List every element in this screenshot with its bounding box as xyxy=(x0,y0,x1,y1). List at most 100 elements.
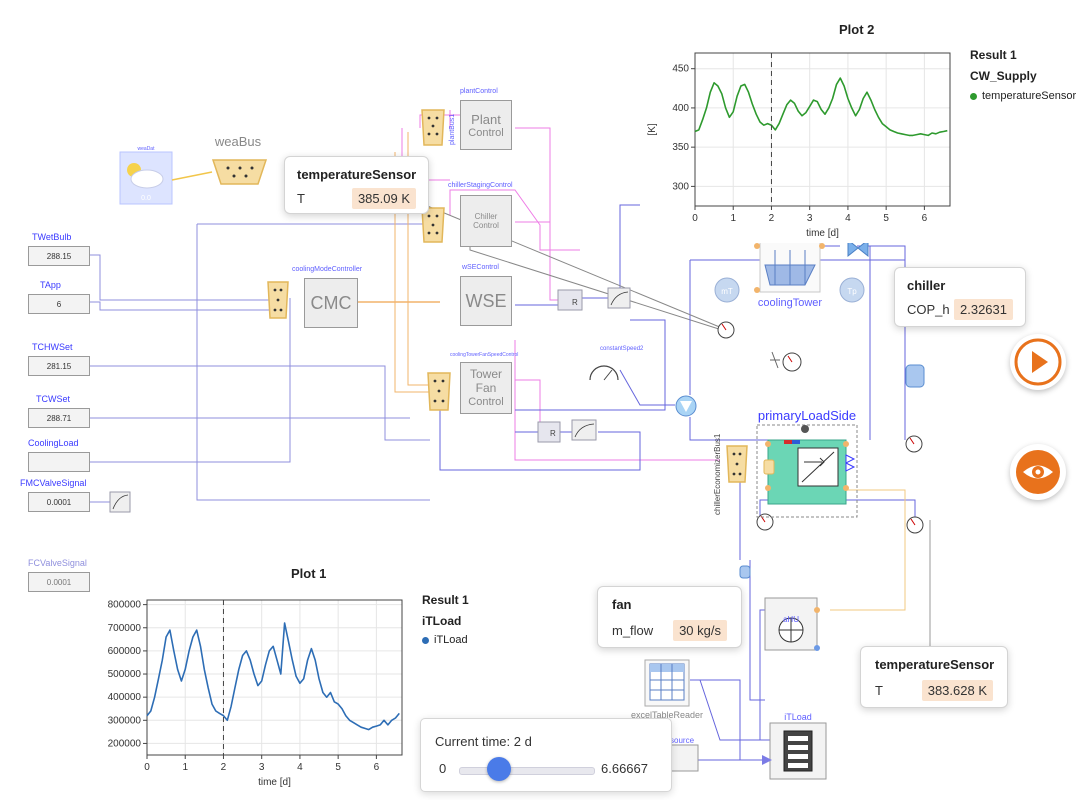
temperature-dial-icon[interactable] xyxy=(782,352,802,372)
reset-block-1[interactable]: R xyxy=(557,289,583,311)
valve-icon[interactable] xyxy=(847,238,869,258)
current-time-label: Current time: 2 d xyxy=(435,734,532,749)
fan-card[interactable]: fan m_flow 30 kg/s xyxy=(597,586,742,648)
chiller-card-key: COP_h xyxy=(907,302,950,317)
fan-card-value: 30 kg/s xyxy=(673,620,727,641)
it-load-block[interactable]: iTLoad xyxy=(762,712,827,780)
mass-temp-label: mT xyxy=(721,287,733,296)
signal-filter-block[interactable] xyxy=(109,491,131,513)
plot2-xtick-label: 4 xyxy=(845,213,851,224)
play-icon xyxy=(1014,338,1062,386)
fan-card-title: fan xyxy=(612,597,632,612)
plot-2-result-label: Result 1 xyxy=(970,48,1017,62)
plot1-xlabel: time [d] xyxy=(258,777,291,788)
view-toggle-button[interactable] xyxy=(1010,444,1066,500)
temperature-dial-icon[interactable] xyxy=(905,435,923,453)
excel-reader-label: excelTableReader xyxy=(631,710,703,720)
reset-block-2[interactable]: R xyxy=(537,421,561,443)
pump-icon[interactable] xyxy=(675,395,697,417)
wse-control-label: wSEControl xyxy=(462,264,499,271)
ahu-block[interactable]: aHU xyxy=(764,597,820,651)
filter-block-2[interactable] xyxy=(571,419,597,441)
plot1-ytick-label: 600000 xyxy=(108,646,142,657)
plot1-ytick-label: 500000 xyxy=(108,669,142,680)
time-slider-track[interactable] xyxy=(459,767,595,775)
small-pump-icon[interactable] xyxy=(739,565,751,579)
time-slider-thumb[interactable] xyxy=(487,757,512,781)
weather-data-block[interactable]: 0.0 weaDat xyxy=(119,146,173,205)
input-value-fcvalvesignal[interactable]: 0.0001 xyxy=(28,572,90,592)
temp-probe-sensor[interactable]: Tp xyxy=(839,277,865,303)
mode-controller-bus[interactable] xyxy=(267,281,289,319)
plot2-ytick-label: 350 xyxy=(672,142,689,153)
plot2-xtick-label: 1 xyxy=(730,213,736,224)
economizer-bus-label: chillerEconomizerBus1 xyxy=(713,433,722,515)
expansion-tank-icon[interactable] xyxy=(905,364,925,388)
filter-block-1[interactable] xyxy=(607,287,631,309)
temp-sensor-2-value: 383.628 K xyxy=(921,680,993,701)
primary-load-side-block[interactable]: primaryLoadSide xyxy=(756,408,858,518)
chiller-card[interactable]: chiller COP_h 2.32631 xyxy=(894,267,1026,327)
temperature-sensor-card-1[interactable]: temperatureSensor T 385.09 K xyxy=(284,156,429,214)
tower-fan-text2: Fan xyxy=(475,381,497,395)
plant-control-block[interactable]: Plant Control xyxy=(460,100,512,150)
plot-1-legend-item: iTLoad xyxy=(422,634,468,646)
chiller-card-value: 2.32631 xyxy=(954,299,1013,320)
wse-block[interactable]: WSE xyxy=(460,276,512,326)
weather-bus[interactable]: weaBus xyxy=(211,134,268,185)
plot-2-legend-text: temperatureSensor xyxy=(982,90,1077,102)
plot-1-title: Plot 1 xyxy=(291,566,327,581)
input-value-tchwset[interactable]: 281.15 xyxy=(28,356,90,376)
time-control-panel[interactable]: Current time: 2 d 0 6.66667 xyxy=(420,718,672,792)
plot2-ytick-label: 450 xyxy=(672,64,689,75)
reset-label-2: R xyxy=(550,429,556,438)
cmc-block[interactable]: CMC xyxy=(304,278,358,328)
chiller-control-bus[interactable] xyxy=(421,207,445,243)
tower-fan-control-block[interactable]: Tower Fan Control xyxy=(460,362,512,414)
temperature-dial-icon[interactable] xyxy=(756,513,774,531)
plant-control-text2: Control xyxy=(468,126,504,139)
ahu-label: aHU xyxy=(783,615,799,624)
plot1-ytick-label: 300000 xyxy=(108,715,142,726)
chiller-staging-block[interactable]: Chiller Control xyxy=(460,195,512,247)
plot2-plot-frame xyxy=(694,52,951,207)
temp-sensor-2-key: T xyxy=(875,683,883,698)
constant-speed-gauge[interactable]: constantSpeed2 xyxy=(589,346,644,381)
it-load-label: iTLoad xyxy=(784,712,812,722)
plot2-xlabel: time [d] xyxy=(806,228,839,239)
input-value-coolingload[interactable] xyxy=(28,452,90,472)
cooling-tower-block[interactable]: coolingTower xyxy=(754,239,825,309)
tower-fan-label: coolingTowerFanSpeedControl xyxy=(450,352,519,358)
plot-2-title: Plot 2 xyxy=(839,22,875,37)
mode-controller-label: coolingModeController xyxy=(292,266,363,273)
tower-control-bus[interactable] xyxy=(427,372,451,411)
mass-temp-sensor[interactable]: mT xyxy=(714,277,740,303)
input-label-tcwset: TCWSet xyxy=(36,394,71,404)
play-button[interactable] xyxy=(1010,334,1066,390)
temperature-dial-icon[interactable] xyxy=(717,321,735,339)
plot-2-legend-item: temperatureSensor xyxy=(970,90,1076,102)
plot1-series-line xyxy=(146,622,400,731)
plot1-plot-frame xyxy=(146,599,403,756)
temperature-sensor-card-2[interactable]: temperatureSensor T 383.628 K xyxy=(860,646,1008,708)
chiller-card-title: chiller xyxy=(907,278,946,293)
excel-table-reader-block[interactable]: excelTableReader xyxy=(631,659,703,720)
chiller-staging-label: chillerStagingControl xyxy=(448,182,513,189)
input-value-tapp[interactable]: 6 xyxy=(28,294,90,314)
input-value-twetbulb[interactable]: 288.15 xyxy=(28,246,90,266)
input-value-tcwset[interactable]: 288.71 xyxy=(28,408,90,428)
tower-fan-text1: Tower xyxy=(469,367,502,381)
plot2-xtick-label: 3 xyxy=(807,213,813,224)
time-max-label: 6.66667 xyxy=(601,761,648,776)
temp-sensor-2-title: temperatureSensor xyxy=(875,657,995,672)
economizer-bus[interactable]: chillerEconomizerBus1 xyxy=(713,433,748,515)
input-value-fmcvalvesignal[interactable]: 0.0001 xyxy=(28,492,90,512)
temp-sensor-1-title: temperatureSensor xyxy=(297,167,417,182)
plant-bus-connector[interactable]: plantBus1 xyxy=(421,109,456,146)
temperature-dial-icon[interactable] xyxy=(906,516,924,534)
